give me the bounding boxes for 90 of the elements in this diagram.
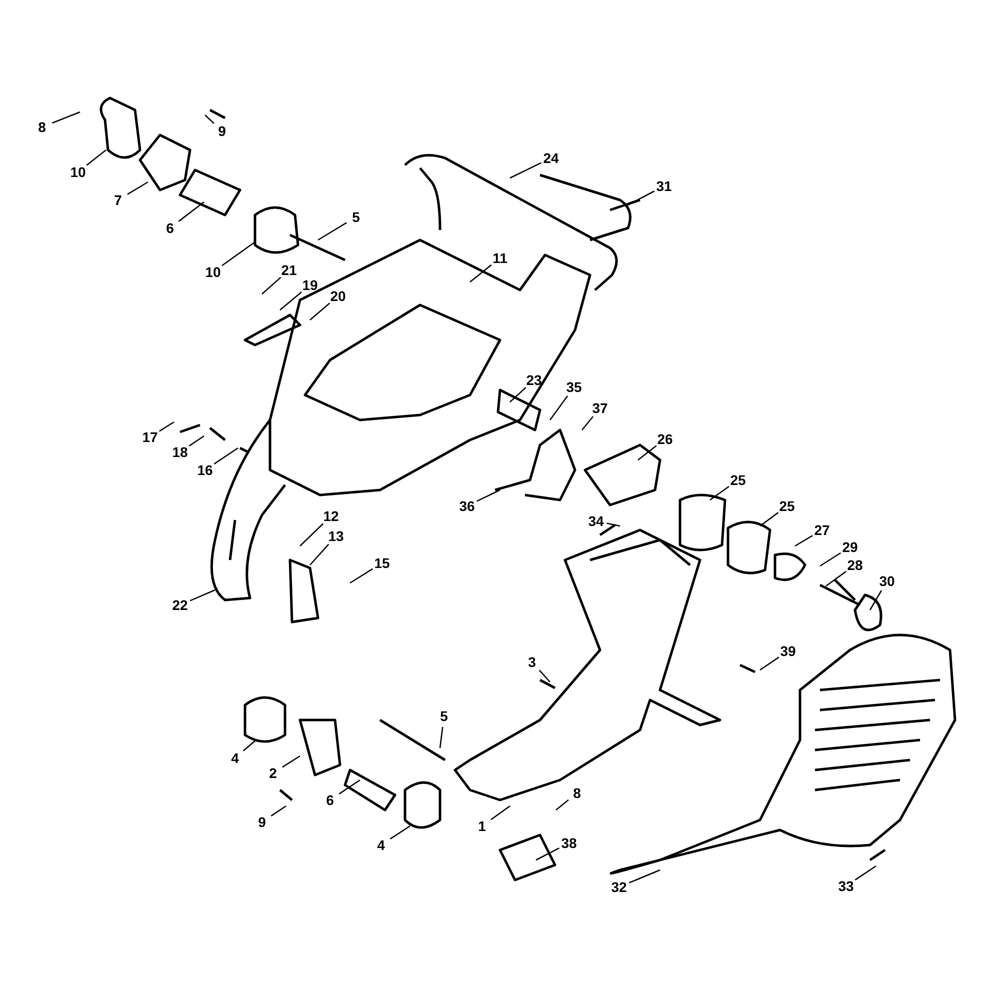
leader-line	[510, 162, 542, 179]
leader-line	[270, 805, 286, 816]
callout-number: 31	[656, 178, 672, 194]
leader-line	[204, 114, 214, 124]
leader-line	[582, 416, 594, 430]
leader-line	[158, 421, 174, 432]
leader-line	[638, 445, 657, 461]
leader-line	[626, 190, 655, 207]
leader-line	[310, 544, 330, 566]
leader-line	[262, 276, 282, 294]
leader-line	[606, 522, 620, 527]
callout-number: 32	[611, 879, 627, 895]
leader-line	[628, 869, 660, 884]
leader-line	[538, 670, 550, 682]
callout-number: 29	[842, 539, 858, 555]
callout-number: 12	[323, 508, 339, 524]
leader-line	[127, 181, 148, 195]
callout-number: 13	[328, 528, 344, 544]
callout-number: 18	[172, 444, 188, 460]
callout-number: 7	[114, 192, 122, 208]
leader-line	[318, 222, 347, 241]
callout-number: 16	[197, 462, 213, 478]
callout-number: 24	[543, 150, 559, 166]
callout-number: 26	[657, 431, 673, 447]
leader-line	[190, 589, 216, 602]
callout-number: 5	[440, 708, 448, 724]
leader-line	[556, 799, 569, 810]
leader-line	[300, 523, 324, 546]
callout-number: 30	[879, 573, 895, 589]
leader-line	[854, 865, 876, 880]
callout-number: 9	[218, 123, 226, 139]
leader-line	[439, 726, 444, 748]
callout-number: 35	[566, 379, 582, 395]
callout-number: 9	[258, 814, 266, 830]
callout-number: 25	[730, 472, 746, 488]
leader-line	[549, 396, 568, 420]
leader-line	[510, 386, 526, 402]
callout-number: 4	[377, 837, 385, 853]
callout-number: 6	[166, 220, 174, 236]
callout-number: 10	[70, 164, 86, 180]
callout-number: 8	[573, 785, 581, 801]
callout-number: 11	[492, 250, 508, 266]
callout-number: 28	[847, 557, 863, 573]
leader-line	[338, 779, 360, 794]
callout-number: 15	[374, 555, 390, 571]
leader-line	[390, 825, 410, 840]
callout-number: 39	[780, 643, 796, 659]
callout-number: 2	[269, 765, 277, 781]
leader-line	[214, 447, 238, 464]
leader-line	[476, 489, 500, 502]
leader-line	[350, 568, 374, 584]
callout-number: 37	[592, 400, 608, 416]
leader-line	[760, 656, 780, 671]
leader-line	[536, 847, 560, 861]
leader-line	[282, 755, 300, 768]
leader-line	[820, 552, 842, 567]
leader-line	[242, 740, 256, 752]
leader-line	[178, 201, 204, 222]
leader-line	[710, 486, 730, 501]
leader-line	[470, 264, 492, 282]
leader-line	[794, 535, 813, 547]
callout-number: 5	[352, 209, 360, 225]
callout-number: 4	[231, 750, 239, 766]
leader-line	[52, 111, 80, 124]
callout-number: 25	[779, 498, 795, 514]
callout-number: 21	[281, 262, 297, 278]
leader-line	[280, 292, 302, 310]
leader-line	[826, 570, 846, 587]
callout-number: 6	[326, 792, 334, 808]
callout-number: 36	[459, 498, 475, 514]
callout-number: 8	[38, 119, 46, 135]
leader-line	[869, 590, 882, 610]
callout-number: 34	[588, 513, 604, 529]
callout-number: 27	[814, 522, 830, 538]
callout-number: 38	[561, 835, 577, 851]
callout-number: 20	[330, 288, 346, 304]
leader-line	[222, 241, 256, 266]
callout-number: 23	[526, 372, 542, 388]
leader-line	[86, 149, 106, 166]
callout-number: 1	[478, 818, 486, 834]
leader-line	[188, 435, 204, 446]
leader-line	[490, 805, 510, 820]
leader-line	[760, 512, 779, 527]
leader-line	[310, 302, 330, 320]
callout-number: 22	[172, 597, 188, 613]
callout-number: 3	[528, 654, 536, 670]
callout-number: 17	[142, 429, 158, 445]
callout-number: 19	[302, 277, 318, 293]
callout-number: 33	[838, 878, 854, 894]
callout-number: 10	[205, 264, 221, 280]
